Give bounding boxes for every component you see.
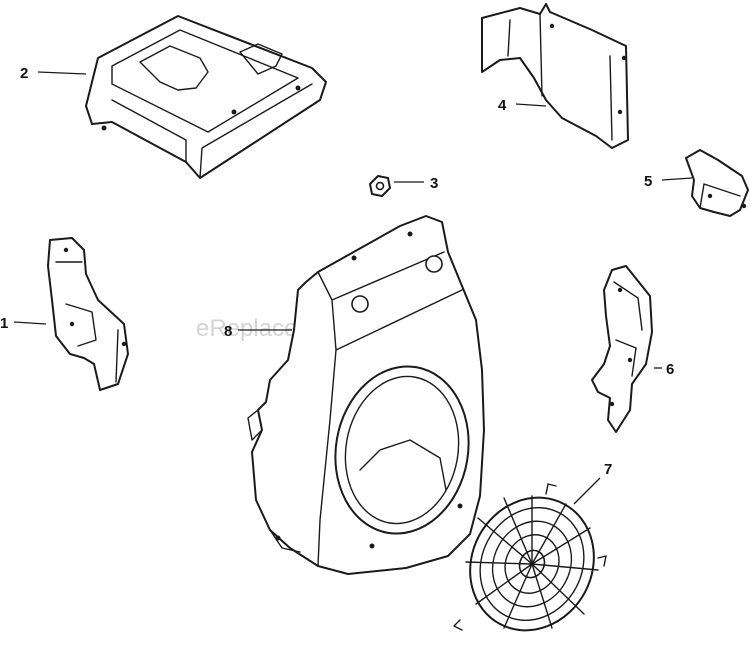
leader-4 xyxy=(515,103,547,107)
leader-5 xyxy=(661,177,693,181)
part-1-bracket xyxy=(47,237,129,391)
part-6-bracket xyxy=(591,265,653,433)
leader-2 xyxy=(37,71,87,75)
part-2-top-shroud xyxy=(85,15,327,179)
callout-5: 5 xyxy=(644,173,652,190)
callout-1: 1 xyxy=(0,315,8,332)
part-7-grass-screen xyxy=(453,483,607,632)
leader-1 xyxy=(13,321,47,325)
leader-7 xyxy=(573,477,601,505)
part-8-blower-housing xyxy=(247,215,485,575)
part-5-bracket xyxy=(685,149,749,217)
callout-7: 7 xyxy=(604,461,612,478)
callout-6: 6 xyxy=(666,361,674,378)
part-4-baffle xyxy=(481,3,629,149)
callout-3: 3 xyxy=(430,175,438,192)
callout-8: 8 xyxy=(224,323,232,340)
callout-4: 4 xyxy=(498,97,507,114)
part-3-nut xyxy=(369,175,391,197)
callout-2: 2 xyxy=(20,65,28,82)
